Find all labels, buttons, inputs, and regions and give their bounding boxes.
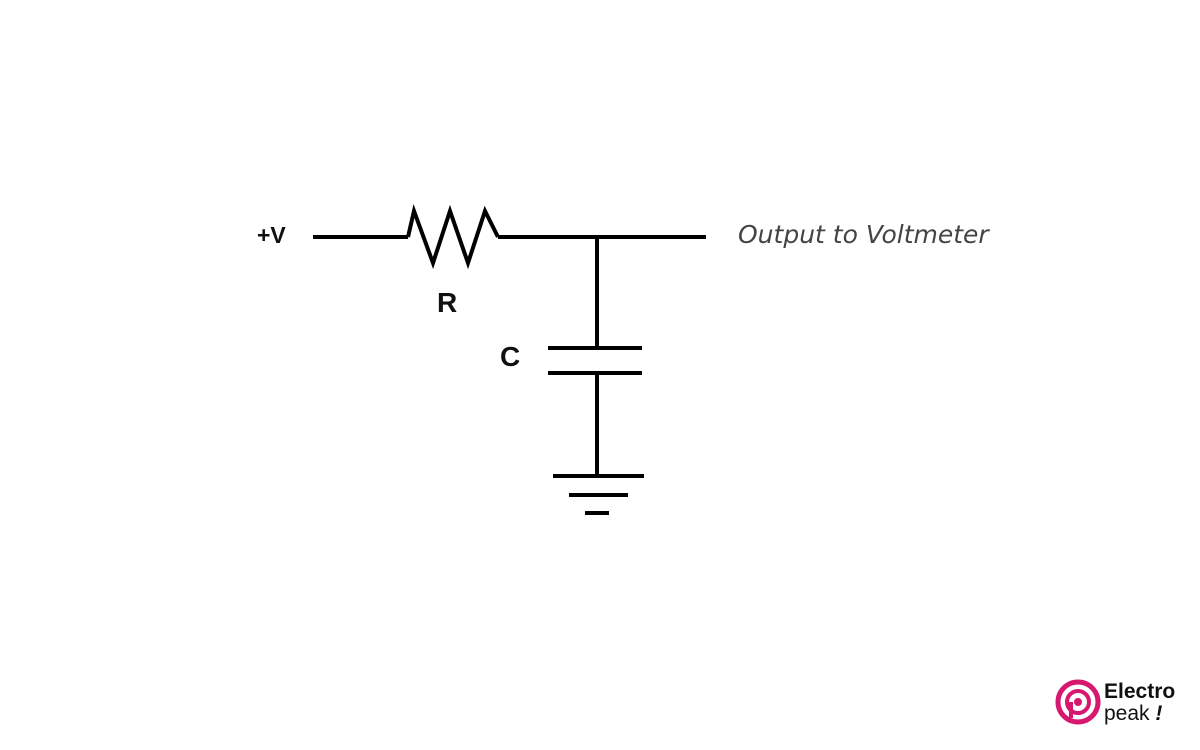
logo-exclamation: ! (1155, 702, 1163, 725)
electropeak-logo-icon (1055, 679, 1101, 725)
logo-peak: peak (1104, 702, 1150, 725)
source-label: +V (257, 222, 286, 248)
output-label: Output to Voltmeter (738, 220, 989, 249)
logo-line2: peak ! (1104, 703, 1175, 725)
capacitor-label: C (500, 341, 521, 372)
resistor-label: R (437, 287, 458, 318)
ground-icon (553, 474, 644, 515)
electropeak-logo: Electro peak ! (1104, 681, 1175, 725)
resistor-symbol (406, 203, 500, 270)
logo-line1: Electro (1104, 680, 1176, 703)
